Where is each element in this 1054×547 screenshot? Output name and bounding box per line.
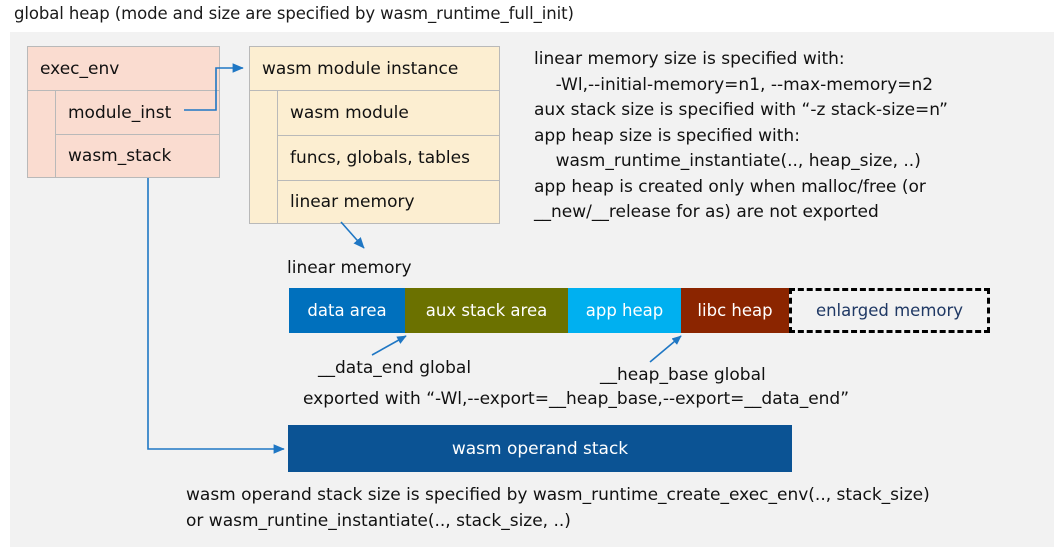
module-instance-field-funcs-globals-tables: funcs, globals, tables [278, 136, 499, 181]
module-instance-field-linear-memory: linear memory [278, 181, 499, 223]
memory-segment-libc-heap: libc heap [681, 288, 789, 333]
memory-segment-enlarged-memory: enlarged memory [789, 288, 990, 333]
operand-stack-note: wasm operand stack size is specified by … [186, 485, 930, 531]
linear-memory-label: linear memory [287, 258, 412, 278]
annotation-exported-with: exported with “-Wl,--export=__heap_base,… [303, 389, 850, 409]
module-instance-header: wasm module instance [250, 47, 499, 91]
exec-env-box: exec_env module_inst wasm_stack [27, 46, 220, 178]
exec-env-header: exec_env [28, 47, 219, 91]
exec-env-field-wasm-stack: wasm_stack [56, 135, 219, 177]
exec-env-indent-column [28, 91, 56, 177]
annotation-heap-base: __heap_base global [600, 365, 766, 385]
annotation-data-end: __data_end global [318, 358, 472, 378]
memory-segment-aux-stack-area: aux stack area [405, 288, 568, 333]
memory-segment-data-area: data area [289, 288, 405, 333]
memory-segment-app-heap: app heap [568, 288, 681, 333]
module-instance-field-wasm-module: wasm module [278, 91, 499, 136]
specification-note: linear memory size is specified with: -W… [534, 49, 948, 222]
exec-env-field-module-inst: module_inst [56, 91, 219, 135]
wasm-module-instance-box: wasm module instance wasm module funcs, … [249, 46, 500, 224]
page-title: global heap (mode and size are specified… [14, 4, 574, 23]
module-instance-indent-column [250, 91, 278, 223]
wasm-operand-stack-box: wasm operand stack [288, 425, 792, 472]
